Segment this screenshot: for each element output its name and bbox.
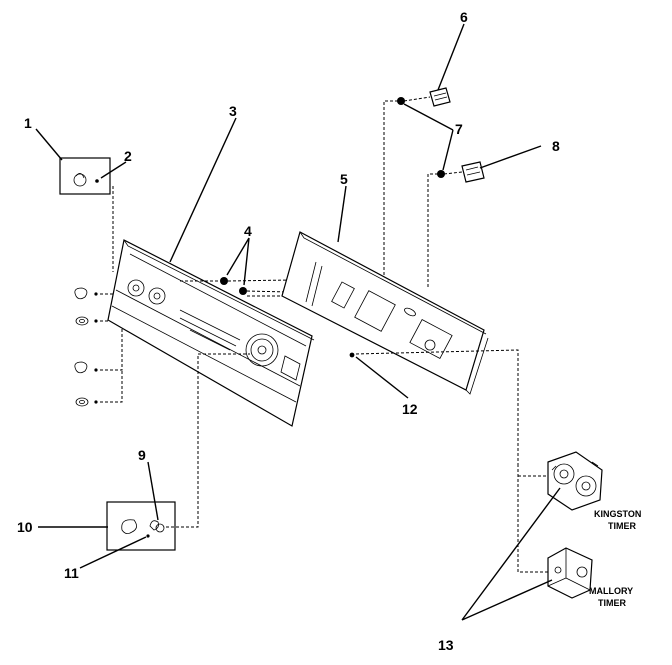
leader-2: [100, 161, 127, 179]
callout-8: 8: [552, 138, 560, 154]
switch-nut-lower: [437, 170, 445, 178]
callout-10: 10: [17, 519, 33, 535]
switch-8: [461, 161, 485, 183]
leader-4: [226, 237, 250, 286]
leader-12: [355, 356, 409, 399]
switch-6: [429, 87, 451, 107]
timer-knob-box: [106, 501, 176, 551]
screw: [349, 352, 355, 358]
clips: [220, 277, 247, 295]
leader-9: [147, 461, 159, 521]
leader-6: [437, 23, 465, 91]
dashed-line-timer-knob: [166, 353, 250, 528]
leader-3: [169, 117, 237, 263]
callout-1: 1: [24, 115, 32, 131]
callout-6: 6: [460, 9, 468, 25]
callout-4: 4: [244, 223, 252, 239]
leader-11: [79, 536, 147, 569]
knob-kit-box: [59, 157, 111, 195]
callout-5: 5: [340, 171, 348, 187]
leader-8: [479, 145, 542, 169]
dashed-line-switches: [383, 96, 463, 288]
mallory-timer: [547, 547, 593, 599]
callout-3: 3: [229, 103, 237, 119]
left-knobs: [74, 287, 98, 407]
mallory-label-line1: MALLORY: [589, 586, 633, 596]
callout-12: 12: [402, 401, 418, 417]
leader-7: [403, 103, 454, 171]
kingston-timer: [547, 451, 603, 511]
kingston-label-line1: KINGSTON: [594, 509, 641, 519]
callout-7: 7: [455, 121, 463, 137]
callout-9: 9: [138, 447, 146, 463]
dashed-line-timer: [355, 349, 548, 573]
dashed-line-clips: [180, 279, 291, 297]
callout-2: 2: [124, 148, 132, 164]
control-panel: [107, 239, 315, 427]
console-back-panel: [281, 231, 489, 395]
kingston-label-line2: TIMER: [608, 521, 636, 531]
mallory-label-line2: TIMER: [598, 598, 626, 608]
leader-5: [337, 185, 347, 243]
callout-11: 11: [64, 565, 79, 581]
switch-nut-upper: [397, 97, 405, 105]
callout-13: 13: [438, 637, 454, 653]
leader-1: [35, 128, 63, 161]
leader-13: [461, 487, 561, 621]
